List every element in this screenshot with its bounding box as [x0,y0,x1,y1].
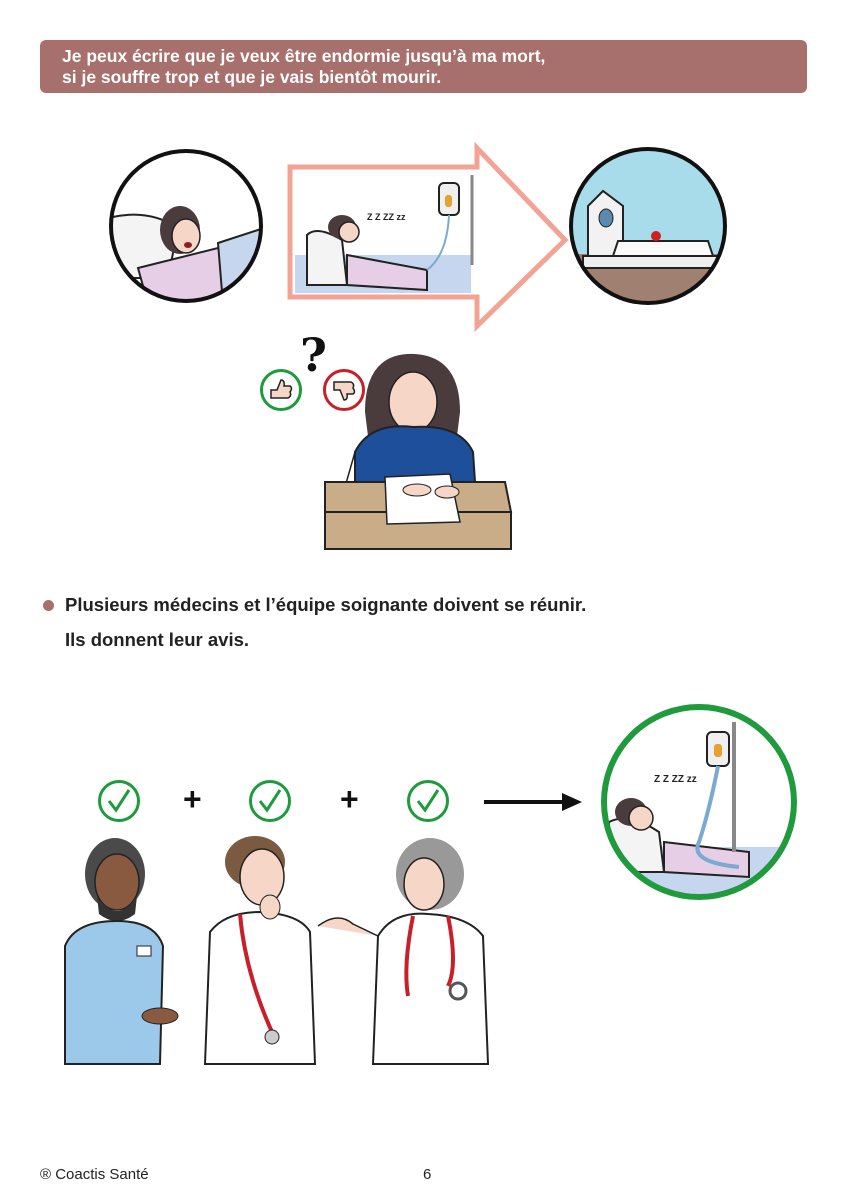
check-icon [407,780,449,822]
bullet-dot [43,600,54,611]
doctor-female-illustration [317,838,490,1065]
page-number: 6 [423,1166,432,1183]
bullet-line-1: Plusieurs médecins et l’équipe soignante… [65,594,587,615]
header-banner: Je peux écrire que je veux être endormie… [40,40,807,93]
nurse-illustration [64,838,179,1065]
sleep-text: Z Z ZZ zz [367,212,406,222]
check-icon [249,780,291,822]
woman-writing-illustration [324,353,513,550]
suffering-patient-illustration [109,149,263,303]
header-line-2: si je souffre trop et que je vais bientô… [62,67,442,87]
thumbs-down-icon [323,369,365,411]
sedation-arrow-illustration: Z Z ZZ zz [287,141,569,332]
bullet-line-2: Ils donnent leur avis. [65,629,250,650]
check-icon [98,780,140,822]
thumbs-up-icon [260,369,302,411]
question-mark: ? [300,328,327,382]
header-line-1: Je peux écrire que je veux être endormie… [62,46,546,66]
footer-copyright: ® Coactis Santé [40,1166,149,1183]
arrow-right-icon [484,793,582,811]
plus-sign: + [183,781,202,817]
sleep-text: Z Z ZZ zz [654,774,697,785]
sedated-patient-illustration: Z Z ZZ zz [601,704,797,900]
plus-sign: + [340,781,359,817]
grave-illustration [569,147,727,305]
doctor-male-illustration [203,836,317,1065]
